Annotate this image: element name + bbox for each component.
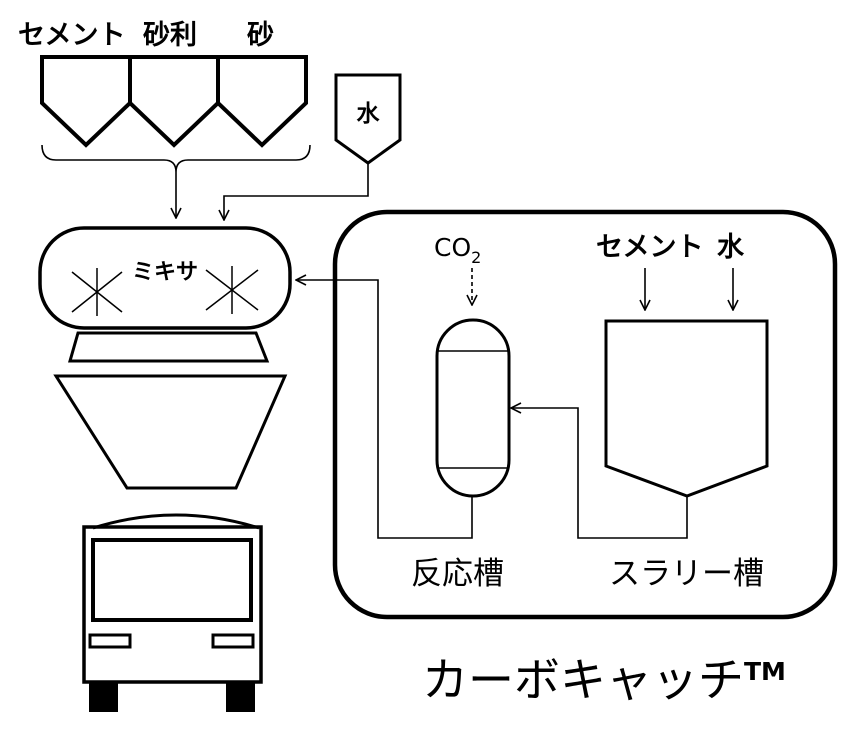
aggregate-hoppers — [40, 55, 308, 148]
discharge-funnel — [53, 374, 288, 490]
reactor-label: 反応槽 — [411, 556, 504, 592]
truck-wheel-right — [226, 682, 255, 712]
slurry-water-label: 水 — [717, 232, 745, 263]
mixer-blade-right — [205, 266, 259, 314]
mixer-truck — [82, 513, 263, 712]
reactor-to-mixer-arrow — [296, 280, 473, 539]
gravel-label: 砂利 — [143, 20, 197, 51]
mixer — [38, 226, 292, 330]
slurry-tank-label: スラリー槽 — [609, 556, 764, 592]
mixer-blade-left — [71, 268, 123, 316]
sand-label: 砂 — [247, 20, 274, 51]
truck-windshield — [91, 538, 253, 622]
cement-hopper — [40, 55, 132, 148]
sand-hopper — [216, 55, 308, 148]
water-hopper — [334, 73, 402, 165]
mixer-label: ミキサ — [132, 260, 198, 285]
co2-label: CO2 — [434, 233, 481, 267]
water-to-mixer-arrow — [224, 163, 369, 220]
water-label: 水 — [357, 101, 381, 127]
brand-name: カーボキャッチTM — [422, 653, 786, 707]
mixer-base — [68, 331, 270, 363]
slurry-to-reactor-arrow — [511, 408, 688, 539]
hopper-brace — [41, 144, 311, 173]
truck-headlight-right — [211, 633, 255, 649]
truck-body — [82, 525, 263, 684]
truck-headlight-left — [88, 633, 132, 649]
slurry-cement-label: セメント — [596, 232, 703, 263]
truck-wheel-left — [89, 682, 118, 712]
truck-roof — [92, 513, 260, 530]
reactor-vessel — [435, 318, 511, 498]
cement-label: セメント — [18, 20, 125, 51]
carbocatch-system-box — [332, 209, 838, 620]
slurry-tank — [604, 319, 769, 498]
gravel-hopper — [128, 55, 220, 148]
